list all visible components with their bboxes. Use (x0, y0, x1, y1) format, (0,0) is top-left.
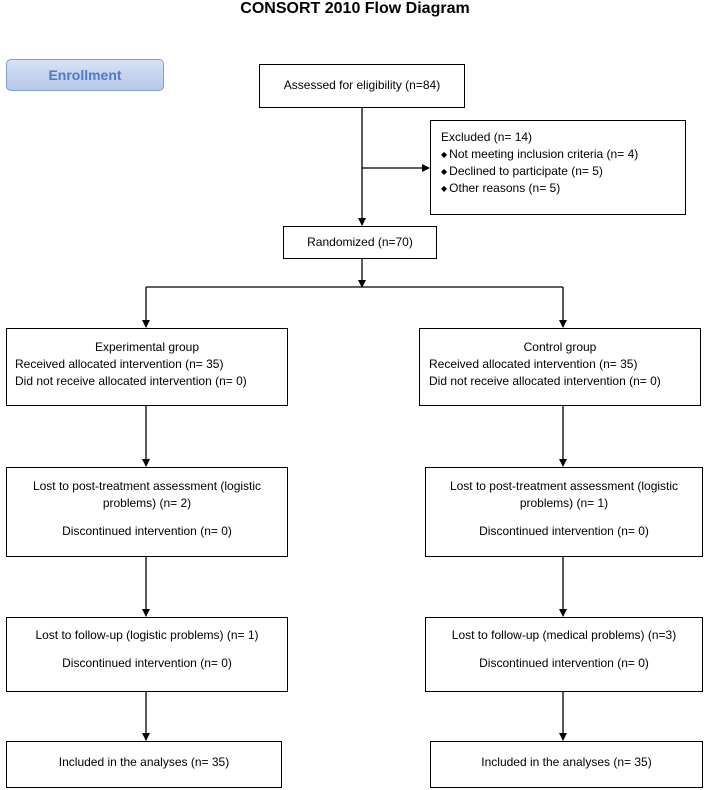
excluded-reason: ◆Not meeting inclusion criteria (n= 4) (441, 147, 639, 161)
diamond-bullet-icon: ◆ (441, 167, 448, 176)
control-allocation-box: Control group Received allocated interve… (419, 328, 701, 406)
experimental-posttreatment-box: Lost to post-treatment assessment (logis… (6, 467, 288, 557)
randomized-box: Randomized (n=70) (283, 226, 437, 259)
diagram-title: CONSORT 2010 Flow Diagram (240, 0, 470, 17)
control-group-label: Control group (523, 340, 597, 354)
excluded-reason: ◆Other reasons (n= 5) (441, 181, 561, 195)
randomized-text: Randomized (n=70) (307, 235, 413, 249)
assessed-box: Assessed for eligibility (n=84) (259, 64, 465, 108)
control-posttreatment-discontinued: Discontinued intervention (n= 0) (479, 524, 649, 538)
experimental-allocation-box: Experimental group Received allocated in… (6, 328, 288, 406)
control-followup-box: Lost to follow-up (medical problems) (n=… (425, 617, 703, 692)
diamond-bullet-icon: ◆ (441, 184, 448, 193)
control-analysis-text: Included in the analyses (n= 35) (481, 755, 652, 769)
control-received: Received allocated intervention (n= 35) (429, 357, 638, 371)
control-analysis-box: Included in the analyses (n= 35) (430, 741, 703, 788)
control-not-received: Did not receive allocated intervention (… (429, 374, 661, 388)
enrollment-label: Enrollment (6, 59, 164, 91)
control-followup-discontinued: Discontinued intervention (n= 0) (479, 656, 649, 670)
experimental-not-received: Did not receive allocated intervention (… (15, 374, 247, 388)
experimental-followup-box: Lost to follow-up (logistic problems) (n… (6, 617, 288, 692)
experimental-analysis-box: Included in the analyses (n= 35) (6, 741, 282, 788)
experimental-analysis-text: Included in the analyses (n= 35) (58, 755, 230, 769)
control-followup-lost: Lost to follow-up (medical problems) (n=… (451, 628, 677, 642)
assessed-text: Assessed for eligibility (n=84) (283, 78, 441, 92)
control-posttreatment-box: Lost to post-treatment assessment (logis… (425, 467, 703, 557)
control-posttreatment-lost: Lost to post-treatment assessment (logis… (449, 479, 679, 510)
excluded-box: Excluded (n= 14) ◆Not meeting inclusion … (430, 120, 686, 215)
experimental-received: Received allocated intervention (n= 35) (15, 357, 224, 371)
excluded-reason: ◆Declined to participate (n= 5) (441, 164, 603, 178)
experimental-posttreatment-lost: Lost to post-treatment assessment (logis… (32, 479, 262, 510)
experimental-followup-lost: Lost to follow-up (logistic problems) (n… (35, 628, 259, 642)
excluded-heading: Excluded (n= 14) (441, 130, 533, 144)
excluded-reasons: ◆Not meeting inclusion criteria (n= 4) ◆… (441, 146, 685, 197)
diamond-bullet-icon: ◆ (441, 150, 448, 159)
experimental-group-label: Experimental group (94, 340, 200, 354)
experimental-posttreatment-discontinued: Discontinued intervention (n= 0) (62, 524, 232, 538)
experimental-followup-discontinued: Discontinued intervention (n= 0) (62, 656, 232, 670)
